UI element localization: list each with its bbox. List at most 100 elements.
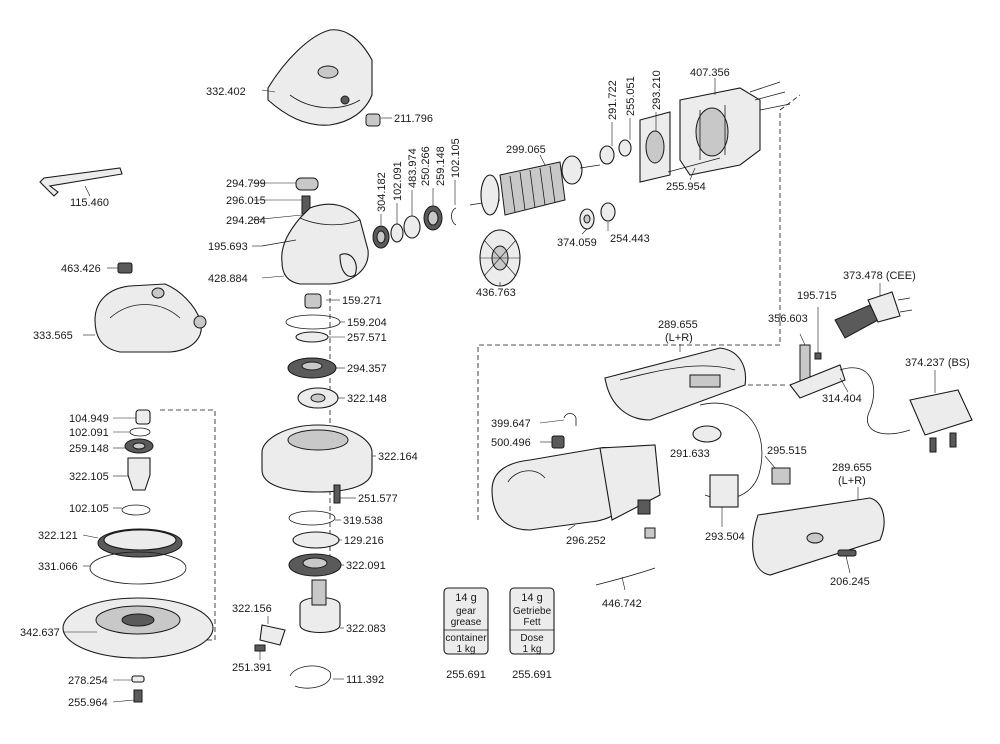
label-259-148-left: 259.148 xyxy=(69,443,109,455)
grease-de-line4: 1 kg xyxy=(523,644,542,655)
label-314-404: 314.404 xyxy=(822,393,862,405)
stator-bearing-group xyxy=(599,111,671,183)
label-102-105-left: 102.105 xyxy=(69,503,109,515)
grease-de-weight: 14 g xyxy=(521,592,542,604)
label-278-254: 278.254 xyxy=(68,675,108,687)
label-428-884: 428.884 xyxy=(208,273,248,285)
cable-strip-part xyxy=(595,567,656,586)
label-304-182: 304.182 xyxy=(376,172,388,212)
label-356-603: 356.603 xyxy=(768,313,808,325)
label-254-443: 254.443 xyxy=(610,233,650,245)
label-296-252: 296.252 xyxy=(566,535,606,547)
grease-en-weight: 14 g xyxy=(455,592,476,604)
grease-en-part-no: 255.691 xyxy=(446,669,486,681)
rear-housing-part xyxy=(491,444,661,539)
label-129-216: 129.216 xyxy=(344,535,384,547)
label-102-091-left: 102.091 xyxy=(69,427,109,439)
label-255-051: 255.051 xyxy=(625,76,637,116)
label-259-148-top: 259.148 xyxy=(435,146,447,186)
label-463-426: 463.426 xyxy=(61,263,101,275)
label-251-577: 251.577 xyxy=(358,493,398,505)
grease-de-line2: Fett xyxy=(523,617,540,628)
label-104-949: 104.949 xyxy=(69,413,109,425)
label-211-796: 211.796 xyxy=(394,113,433,125)
grease-en-line3: container xyxy=(445,633,487,644)
label-255-964: 255.964 xyxy=(68,697,108,709)
leader-lines xyxy=(63,78,936,703)
label-322-121: 322.121 xyxy=(38,530,78,542)
label-102-105-top: 102.105 xyxy=(450,138,462,178)
label-333-565: 333.565 xyxy=(33,330,73,342)
label-195-693: 195.693 xyxy=(208,241,248,253)
label-293-504: 293.504 xyxy=(705,531,745,543)
label-331-066: 331.066 xyxy=(38,561,78,573)
label-289-655-right-sub: (L+R) xyxy=(838,475,866,487)
label-291-722: 291.722 xyxy=(607,80,619,120)
label-289-655-top: 289.655 xyxy=(658,319,698,331)
label-436-763: 436.763 xyxy=(476,287,516,299)
armature-part xyxy=(469,155,616,230)
label-294-799: 294.799 xyxy=(226,178,266,190)
label-500-496: 500.496 xyxy=(491,437,531,449)
label-322-083: 322.083 xyxy=(346,623,386,635)
label-322-156: 322.156 xyxy=(232,603,272,615)
label-257-571: 257.571 xyxy=(347,332,387,344)
label-293-210: 293.210 xyxy=(651,70,663,110)
gear-housing-part xyxy=(261,177,369,285)
label-102-091-top: 102.091 xyxy=(392,161,404,201)
label-374-237: 374.237 (BS) xyxy=(905,357,970,369)
label-295-515: 295.515 xyxy=(767,445,807,457)
label-332-402: 332.402 xyxy=(206,86,246,98)
label-250-266: 250.266 xyxy=(420,146,432,186)
label-322-105: 322.105 xyxy=(69,471,109,483)
motor-housing-right-part xyxy=(752,497,885,576)
label-251-391: 251.391 xyxy=(232,662,272,674)
grease-container-de-text: 14 g Getriebe Fett Dose 1 kg 255.691 xyxy=(512,592,552,681)
label-407-356: 407.356 xyxy=(690,67,730,79)
label-294-284: 294.284 xyxy=(226,215,266,227)
power-cord-parts xyxy=(789,291,973,453)
label-159-204: 159.204 xyxy=(347,317,387,329)
label-289-655-top-sub: (L+R) xyxy=(665,332,693,344)
grease-de-line1: Getriebe xyxy=(513,606,552,617)
switch-parts xyxy=(551,402,791,508)
side-handle-part xyxy=(94,262,207,353)
label-322-164: 322.164 xyxy=(378,451,418,463)
label-446-742: 446.742 xyxy=(602,598,642,610)
grease-de-part-no: 255.691 xyxy=(512,669,552,681)
label-111-392: 111.392 xyxy=(346,674,384,686)
label-342-637: 342.637 xyxy=(20,627,60,639)
label-159-271: 159.271 xyxy=(342,295,382,307)
label-322-091: 322.091 xyxy=(346,560,386,572)
label-299-065: 299.065 xyxy=(506,144,546,156)
top-cover-part xyxy=(267,29,381,127)
grease-de-line3: Dose xyxy=(520,633,544,644)
grease-container-en xyxy=(443,587,489,655)
label-291-633: 291.633 xyxy=(670,448,710,460)
label-296-015: 296.015 xyxy=(226,195,266,207)
stator-part xyxy=(667,81,791,176)
label-206-245: 206.245 xyxy=(830,576,870,588)
grease-en-line4: 1 kg xyxy=(457,644,476,655)
label-289-655-right: 289.655 xyxy=(832,462,872,474)
grease-en-line1: gear xyxy=(456,606,477,617)
label-322-148: 322.148 xyxy=(347,393,387,405)
label-294-357: 294.357 xyxy=(347,363,387,375)
grease-en-line2: grease xyxy=(451,617,482,628)
label-195-715: 195.715 xyxy=(797,290,837,302)
label-115-460: 115.460 xyxy=(70,197,109,209)
label-373-478: 373.478 (CEE) xyxy=(843,270,916,282)
motor-housing-top-part xyxy=(604,347,747,421)
label-374-059: 374.059 xyxy=(557,237,597,249)
grease-container-en-text: 14 g gear grease container 1 kg 255.691 xyxy=(445,592,487,681)
hex-key-part xyxy=(39,167,123,197)
label-483-974: 483.974 xyxy=(407,148,419,188)
label-399-647: 399.647 xyxy=(491,418,531,430)
spindle-column-parts xyxy=(62,409,214,703)
part-labels: 332.402 211.796 115.460 294.799 296.015 … xyxy=(20,67,970,709)
grease-container-de xyxy=(509,587,555,655)
fan-part xyxy=(479,229,521,287)
label-319-538: 319.538 xyxy=(343,515,383,527)
label-255-954: 255.954 xyxy=(666,181,706,193)
